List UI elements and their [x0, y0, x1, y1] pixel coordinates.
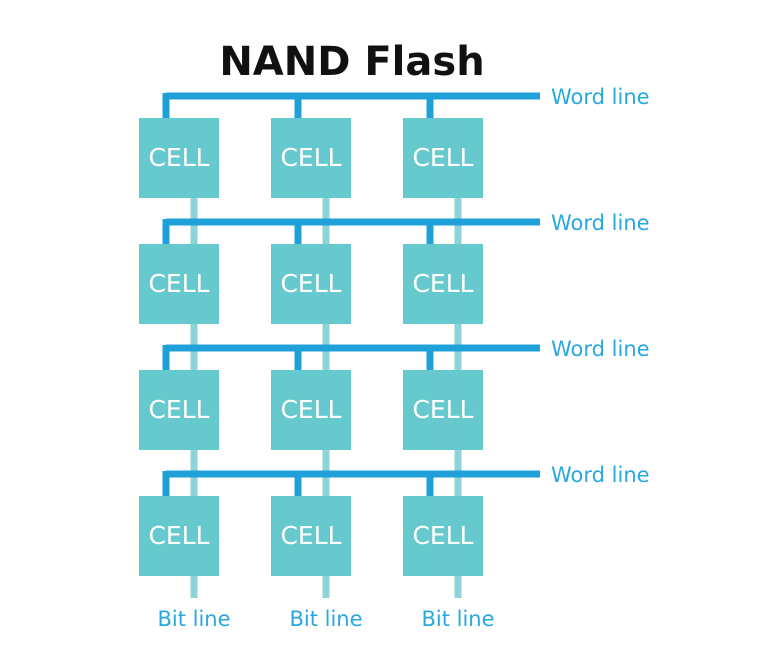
cells-layer: CELL CELL CELL CELL CELL CELL CELL CELL CELL CELL… — [139, 118, 483, 576]
cell-r3-c1: CELL — [139, 370, 219, 450]
cell-box — [271, 496, 351, 576]
cell-label: CELL — [280, 143, 341, 172]
cell-label: CELL — [412, 269, 473, 298]
cell-label: CELL — [280, 269, 341, 298]
cell-label: CELL — [148, 395, 209, 424]
bit-line-label-1: Bit line — [157, 607, 230, 631]
cell-box — [139, 496, 219, 576]
cell-label: CELL — [412, 521, 473, 550]
cell-box — [139, 244, 219, 324]
cell-box — [139, 118, 219, 198]
cell-box — [139, 370, 219, 450]
cell-box — [403, 370, 483, 450]
bit-line-label-3: Bit line — [421, 607, 494, 631]
cell-box — [271, 118, 351, 198]
cell-r4-c3: CELL — [403, 496, 483, 576]
cell-r4-c2: CELL — [271, 496, 351, 576]
cell-r3-c3: CELL — [403, 370, 483, 450]
cell-r2-c2: CELL — [271, 244, 351, 324]
word-line-label-2: Word line — [551, 211, 650, 235]
bit-line-label-2: Bit line — [289, 607, 362, 631]
cell-r3-c2: CELL — [271, 370, 351, 450]
word-line-label-4: Word line — [551, 463, 650, 487]
cell-box — [271, 244, 351, 324]
cell-label: CELL — [412, 143, 473, 172]
cell-box — [271, 370, 351, 450]
cell-box — [403, 244, 483, 324]
cell-r2-c1: CELL — [139, 244, 219, 324]
diagram-title: NAND Flash — [219, 39, 484, 85]
word-line-label-3: Word line — [551, 337, 650, 361]
cell-label: CELL — [148, 521, 209, 550]
cell-r4-c1: CELL — [139, 496, 219, 576]
word-lines-layer — [162, 92, 540, 498]
cell-r1-c3: CELL — [403, 118, 483, 198]
cell-label: CELL — [412, 395, 473, 424]
cell-r1-c1: CELL — [139, 118, 219, 198]
cell-label: CELL — [280, 395, 341, 424]
cell-label: CELL — [280, 521, 341, 550]
word-line-label-1: Word line — [551, 85, 650, 109]
cell-box — [403, 496, 483, 576]
cell-label: CELL — [148, 143, 209, 172]
cell-r2-c3: CELL — [403, 244, 483, 324]
cell-r1-c2: CELL — [271, 118, 351, 198]
cell-label: CELL — [148, 269, 209, 298]
cell-box — [403, 118, 483, 198]
